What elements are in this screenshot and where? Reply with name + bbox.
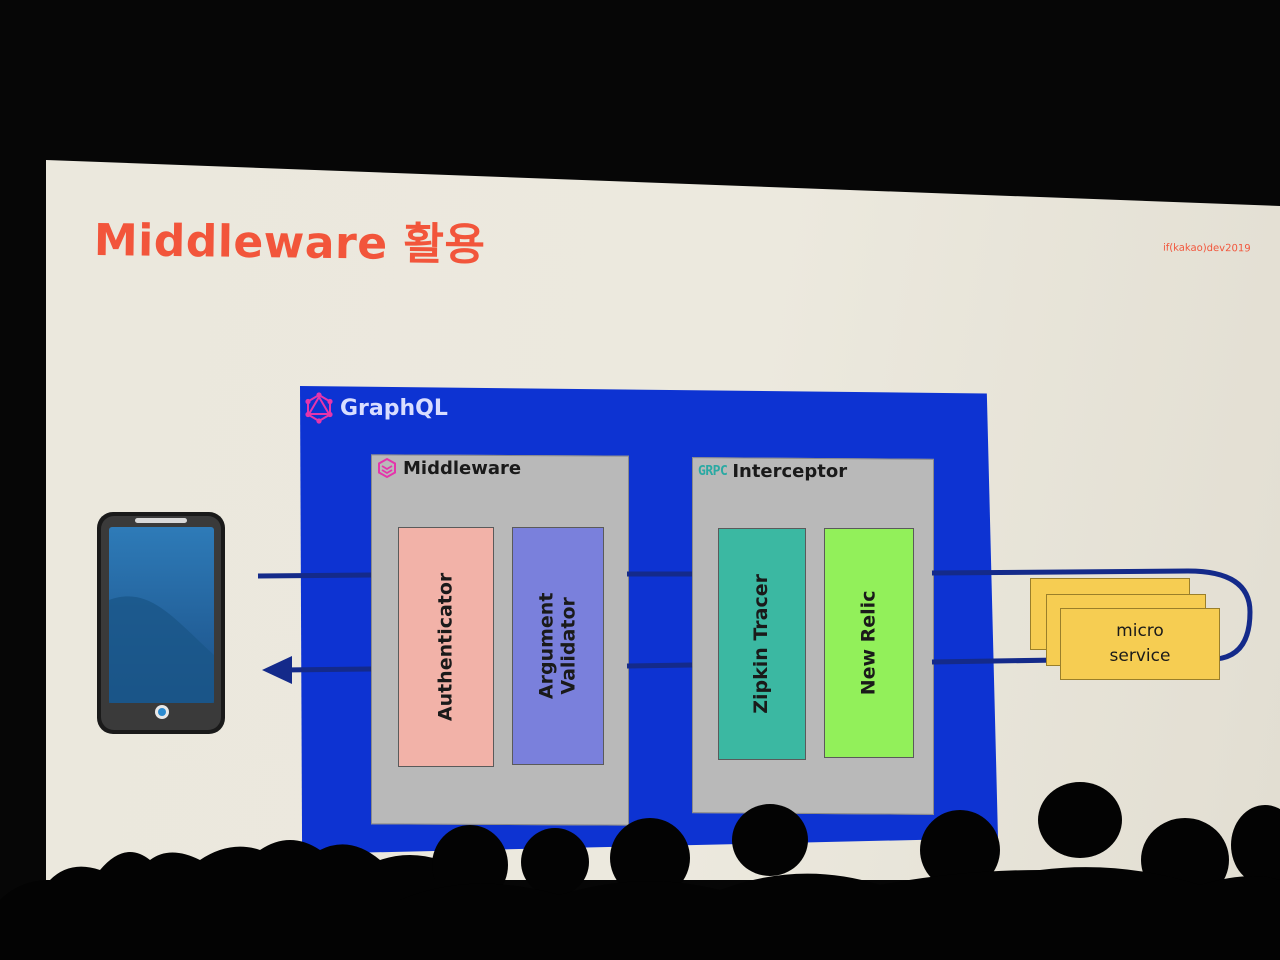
zipkin-tracer-block: Zipkin Tracer — [718, 528, 806, 760]
response-line-mid — [626, 662, 693, 669]
graphql-logo-icon — [305, 392, 333, 424]
interceptor-label: GRPC Interceptor — [698, 461, 847, 482]
graphql-title: GraphQL — [340, 395, 448, 421]
middleware-label: Middleware — [376, 457, 521, 479]
new-relic-block: New Relic — [824, 528, 914, 758]
interceptor-title: Interceptor — [732, 461, 848, 482]
microservice-line2: service — [1109, 646, 1171, 666]
graphql-label: GraphQL — [304, 390, 448, 426]
microservice-card: micro service — [1060, 608, 1220, 680]
response-line-left — [281, 666, 372, 673]
microservice-line1: micro — [1116, 620, 1164, 641]
response-line-right — [931, 657, 1061, 665]
authenticator-block: Authenticator — [398, 527, 494, 767]
argument-validator-block: Argument Validator — [512, 527, 604, 765]
grpc-badge: GRPC — [698, 464, 728, 479]
middleware-logo-icon — [378, 457, 396, 479]
middleware-title: Middleware — [403, 457, 522, 479]
response-arrow-head — [262, 656, 292, 684]
request-line-left — [257, 572, 372, 579]
request-line-right — [931, 568, 1253, 662]
